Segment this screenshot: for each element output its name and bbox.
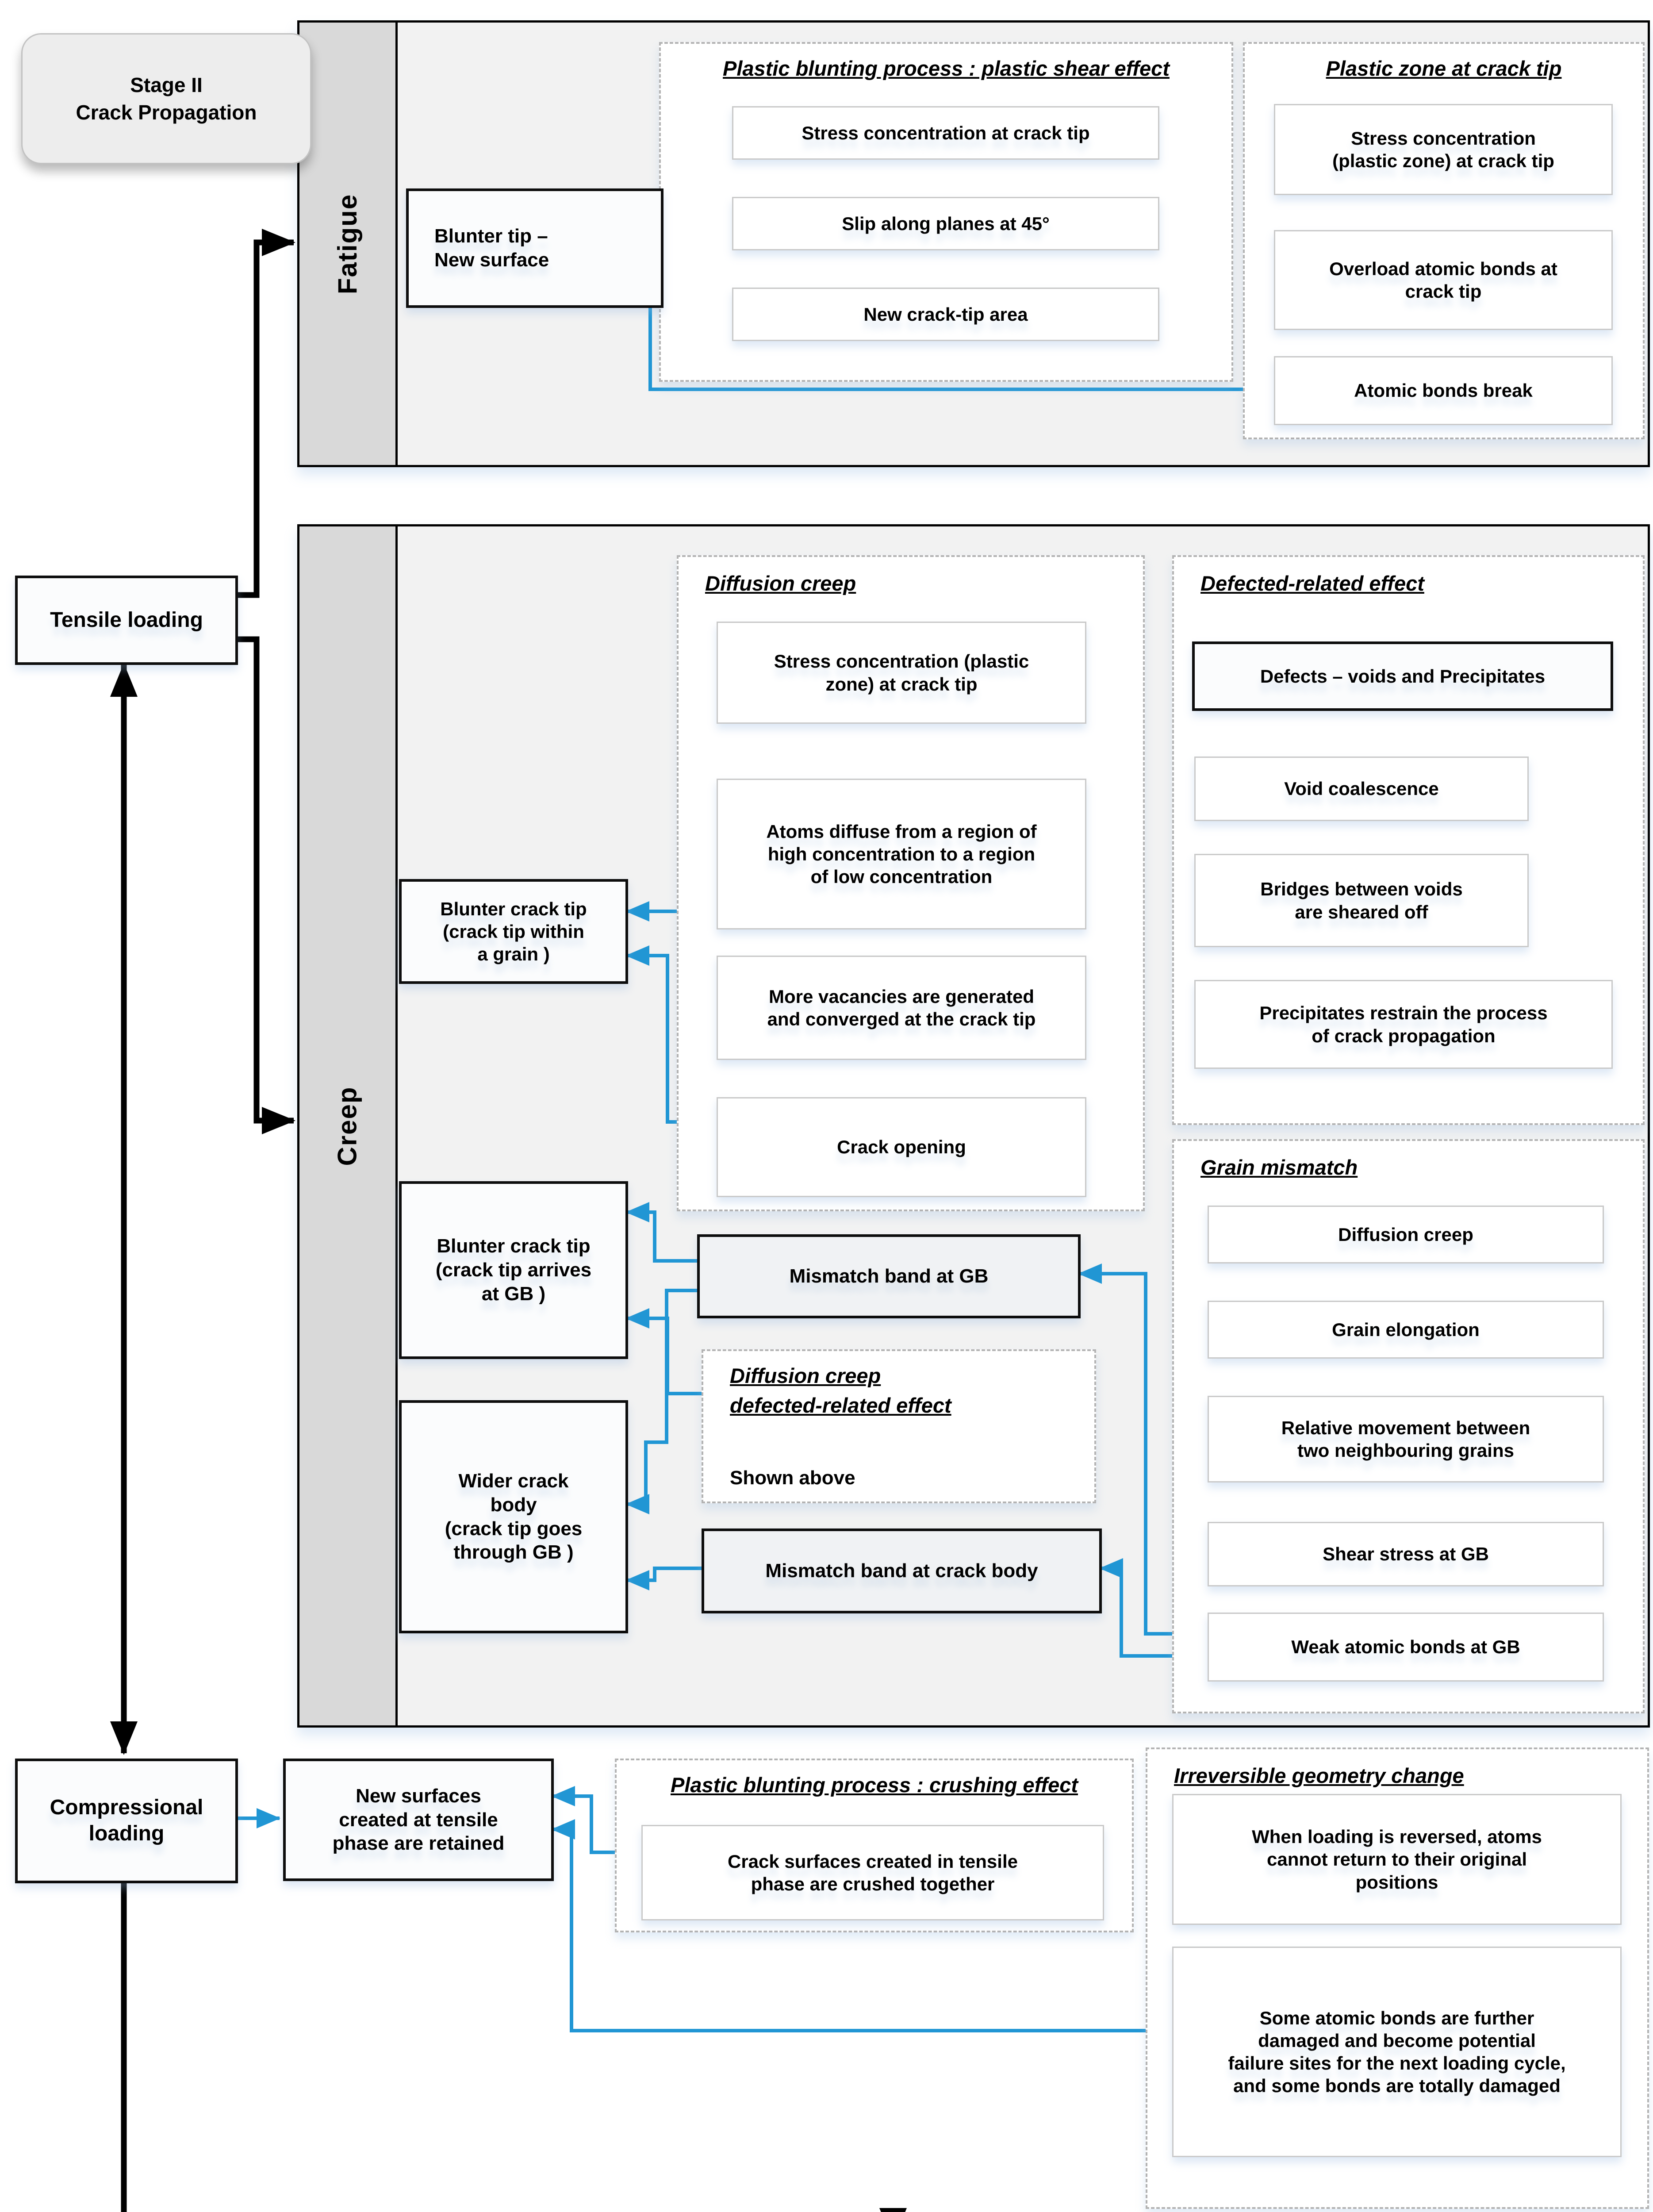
stage-line1: Stage II (130, 73, 203, 96)
fatigue-band: Fatigue (299, 23, 398, 465)
bonds-break-box: Atomic bonds break (1274, 356, 1613, 425)
grain-mismatch-title: Grain mismatch (1200, 1156, 1358, 1179)
diffusion-creep-title: Diffusion creep (705, 572, 856, 595)
creep-band: Creep (299, 526, 398, 1725)
blunter-at-gb-box: Blunter crack tip (crack tip arrives at … (399, 1181, 628, 1359)
dc-defect-title-line1: Diffusion creep (730, 1364, 881, 1387)
new-surfaces-box: New surfaces created at tensile phase ar… (283, 1759, 554, 1881)
new-cracktip-box: New crack-tip area (732, 288, 1159, 341)
irreversible-title: Irreversible geometry change (1174, 1764, 1464, 1787)
atoms-cannot-return-box: When loading is reversed, atoms cannot r… (1172, 1794, 1622, 1925)
relative-movement-box: Relative movement between two neighbouri… (1208, 1396, 1604, 1482)
slip-planes-box: Slip along planes at 45° (732, 197, 1159, 250)
somebonds-to-newsurfaces (551, 1819, 1172, 2032)
zone-stress-box: Stress concentration (plastic zone) at c… (1274, 104, 1613, 195)
tensile-to-fatigue-line (231, 229, 295, 598)
grain-diffusion-box: Diffusion creep (1208, 1206, 1604, 1263)
tensile-loading-box: Tensile loading (15, 576, 238, 665)
weakbonds-to-mismatchbody (1099, 1558, 1208, 1658)
plastic-shear-title: Plastic blunting process : plastic shear… (723, 57, 1170, 80)
bonds-damaged-box: Some atomic bonds are further damaged an… (1172, 1947, 1622, 2157)
stress-concentration-box: Stress concentration at crack tip (732, 106, 1159, 160)
plastic-zone-title: Plastic zone at crack tip (1326, 57, 1562, 80)
shear-stress-gb-box: Shear stress at GB (1208, 1522, 1604, 1586)
compressional-loading-box: Compressional loading (15, 1759, 238, 1883)
vacancies-box: More vacancies are generated and converg… (717, 956, 1086, 1060)
precipitates-restrain-box: Precipitates restrain the process of cra… (1194, 980, 1613, 1069)
crack-opening-box: Crack opening (717, 1097, 1086, 1197)
mismatch-gb-box: Mismatch band at GB (697, 1234, 1081, 1318)
dcdefect-to-bluntergb (625, 1308, 702, 1395)
bridges-sheared-box: Bridges between voids are sheared off (1194, 854, 1529, 947)
crushing-title: Plastic blunting process : crushing effe… (670, 1773, 1078, 1797)
compression-to-cycles-line (121, 1882, 907, 2212)
shown-above-note: Shown above (730, 1467, 855, 1489)
defects-voids-box: Defects – voids and Precipitates (1192, 641, 1613, 711)
void-coalescence-box: Void coalescence (1194, 757, 1529, 821)
mismatchgb-to-wider (625, 1289, 697, 1514)
wider-crack-body-box: Wider crack body (crack tip goes through… (399, 1400, 628, 1633)
dc-defect-title-line2: defected-related effect (730, 1394, 951, 1417)
weak-bonds-gb-box: Weak atomic bonds at GB (1208, 1613, 1604, 1682)
grain-elongation-box: Grain elongation (1208, 1301, 1604, 1359)
tensile-to-creep-line (231, 636, 295, 1134)
stage-line2: Crack Propagation (76, 101, 257, 124)
mismatchbody-to-wider (625, 1567, 702, 1590)
atoms-diffuse-box: Atoms diffuse from a region of high conc… (717, 779, 1086, 929)
mismatch-body-box: Mismatch band at crack body (702, 1528, 1102, 1613)
crushed-together-box: Crack surfaces created in tensile phase … (641, 1825, 1104, 1920)
overload-bonds-box: Overload atomic bonds at crack tip (1274, 230, 1613, 330)
stage-title-box: Stage II Crack Propagation (21, 33, 311, 164)
creep-stress-box: Stress concentration (plastic zone) at c… (717, 622, 1086, 724)
dc-defect-subgroup: Diffusion creep defected-related effect … (702, 1349, 1096, 1503)
blunter-within-grain-box: Blunter crack tip (crack tip within a gr… (399, 879, 628, 984)
blunter-tip-box: Blunter tip – New surface (406, 188, 664, 308)
mismatchgb-to-bluntergb (625, 1202, 697, 1263)
defect-effect-title: Defected-related effect (1200, 572, 1424, 595)
